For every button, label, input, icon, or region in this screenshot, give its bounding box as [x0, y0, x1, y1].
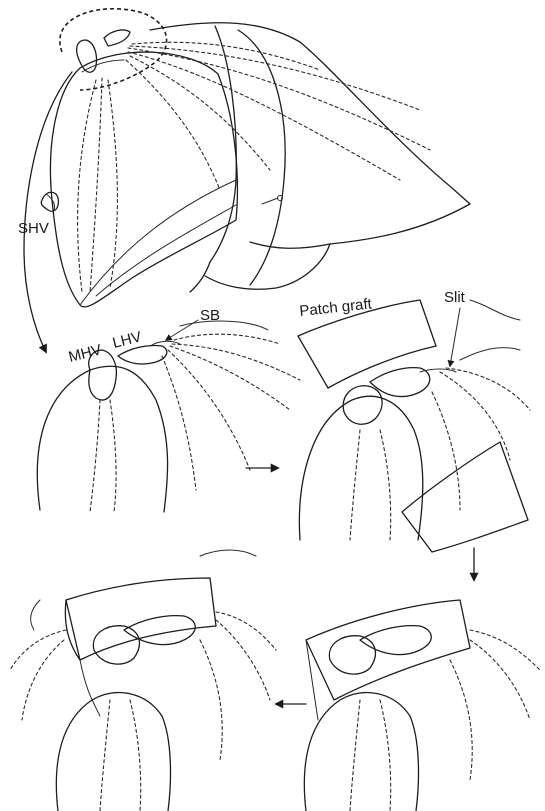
label-sb: SB: [200, 307, 220, 324]
label-lhv: LHV: [111, 328, 143, 352]
label-slit: Slit: [444, 289, 466, 306]
panel-liver-overview: SHV: [18, 9, 470, 352]
panel-vein-exposure: MHV LHV SB: [37, 307, 300, 512]
panel-patch-graft: Patch graft Slit: [298, 289, 530, 552]
panel-graft-sewn-right: [304, 600, 540, 811]
label-shv: SHV: [18, 220, 49, 237]
label-mhv: MHV: [67, 341, 103, 366]
panel-graft-sewn-left: [10, 550, 276, 811]
label-patch-graft: Patch graft: [299, 295, 374, 320]
